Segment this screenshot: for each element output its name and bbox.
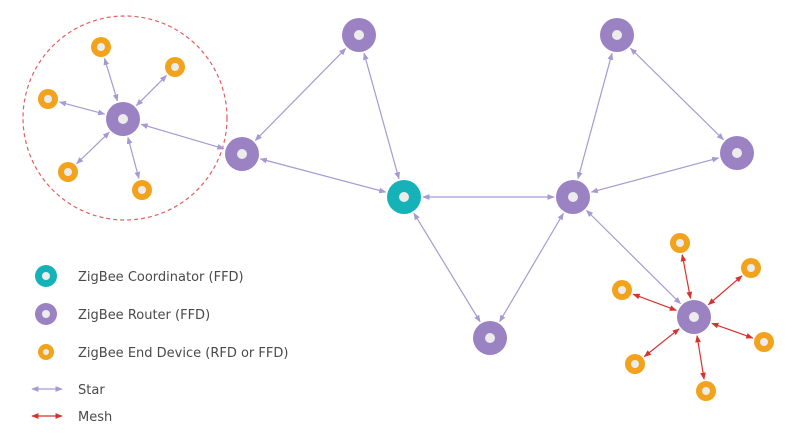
end-device-node-e3 (38, 89, 58, 109)
star-link-coord-rTop (363, 52, 400, 180)
end-device-node-m1 (670, 233, 690, 253)
router-node-center (568, 192, 578, 202)
end-device-node-center (171, 63, 179, 71)
mesh-link-rMesh-m1 (680, 254, 693, 300)
mesh-link-rMesh-m4 (711, 322, 754, 339)
coordinator-node-coord (387, 180, 421, 214)
mesh-link-rMesh-m3 (632, 293, 677, 311)
end-device-node-center (760, 338, 768, 346)
star-link-rTopR-rRight (630, 47, 724, 141)
legend-coordinator: ZigBee Coordinator (FFD) (35, 265, 244, 287)
legend-router: ZigBee Router (FFD) (35, 303, 210, 325)
router-node-rMid (556, 180, 590, 214)
star-link-rMid-rMesh (585, 209, 682, 305)
router-node-rBottom (473, 321, 507, 355)
legend-end-device-icon-center (43, 349, 49, 355)
legend-router-label: ZigBee Router (FFD) (78, 308, 210, 323)
star-link-coord-rLeft (259, 157, 387, 194)
end-device-node-center (676, 239, 684, 247)
legend-star: Star (31, 383, 105, 398)
star-link-rStar-e5 (126, 136, 141, 180)
legend-end-device-label: ZigBee End Device (RFD or FFD) (78, 346, 288, 361)
star-link-rStar-e2 (135, 74, 168, 107)
end-device-node-e5 (132, 180, 152, 200)
end-device-node-e2 (165, 57, 185, 77)
legend: ZigBee Coordinator (FFD) ZigBee Router (… (31, 265, 288, 425)
end-device-node-center (631, 360, 639, 368)
end-device-node-center (97, 43, 105, 51)
router-node-center (689, 312, 699, 322)
end-device-node-m5 (625, 354, 645, 374)
router-node-rTop (342, 18, 376, 52)
router-node-rLeft (225, 137, 259, 171)
end-device-node-center (64, 168, 72, 176)
mesh-link-rMesh-m2 (707, 275, 743, 306)
end-device-node-center (138, 186, 146, 194)
end-device-node-center (747, 264, 755, 272)
router-node-center (612, 30, 622, 40)
end-device-node-center (44, 95, 52, 103)
end-device-node-m6 (696, 381, 716, 401)
router-node-center (485, 333, 495, 343)
router-node-center (354, 30, 364, 40)
end-device-node-m2 (741, 258, 761, 278)
mesh-link-rMesh-m6 (695, 335, 706, 380)
star-link-rMid-rRight (590, 156, 720, 194)
nodes-layer (38, 18, 774, 401)
end-device-node-e4 (58, 162, 78, 182)
legend-router-icon-center (42, 310, 50, 318)
legend-mesh: Mesh (31, 410, 112, 425)
star-link-rStar-e1 (103, 57, 119, 102)
router-node-center (118, 114, 128, 124)
mesh-link-rMesh-m5 (643, 328, 680, 357)
router-node-rStar (106, 102, 140, 136)
router-node-center (237, 149, 247, 159)
legend-mesh-label: Mesh (78, 410, 112, 425)
star-link-rMid-rTopR (576, 52, 614, 180)
end-device-node-m3 (612, 280, 632, 300)
star-link-rStar-rLeft (140, 123, 225, 150)
router-node-rRight (720, 136, 754, 170)
star-link-rStar-e3 (58, 100, 106, 116)
legend-star-label: Star (78, 383, 105, 398)
star-link-coord-rBottom (413, 212, 481, 323)
legend-coordinator-icon-center (42, 272, 50, 280)
star-cluster-outline (22, 15, 228, 221)
star-link-rLeft-rTop (254, 48, 347, 141)
coordinator-node-center (399, 192, 409, 202)
router-node-center (732, 148, 742, 158)
end-device-node-m4 (754, 332, 774, 352)
router-node-rMesh (677, 300, 711, 334)
end-device-node-center (702, 387, 710, 395)
legend-coordinator-label: ZigBee Coordinator (FFD) (78, 270, 244, 285)
star-link-rStar-e4 (76, 131, 110, 165)
star-link-rMid-rBottom (499, 212, 564, 323)
end-device-node-center (618, 286, 626, 294)
legend-end-device: ZigBee End Device (RFD or FFD) (38, 344, 288, 361)
end-device-node-e1 (91, 37, 111, 57)
links-layer (58, 47, 754, 380)
router-node-rTopR (600, 18, 634, 52)
